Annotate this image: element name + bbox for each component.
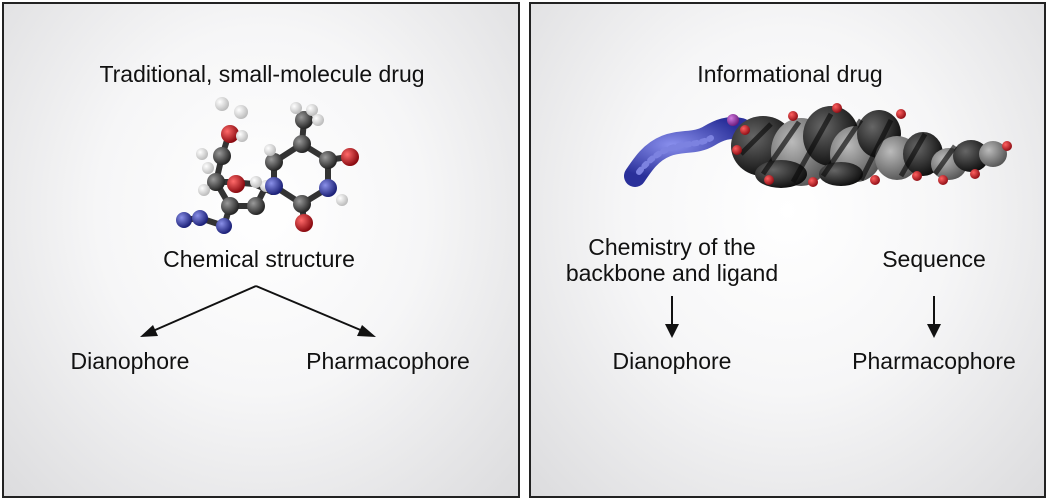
phosphorus-atom — [727, 114, 739, 126]
sequence-label: Sequence — [882, 246, 986, 272]
informational-drug-panel: Informational drug — [529, 2, 1046, 498]
helix-body — [731, 106, 1007, 188]
backbone-chemistry-label: Chemistry of the backbone and ligand — [565, 234, 779, 286]
molecule-atoms — [176, 97, 359, 234]
ligand-chain — [624, 116, 752, 187]
fork-arrowheads — [140, 325, 376, 337]
oligonucleotide-spacefill-icon — [624, 103, 1012, 338]
dianophore-label-right: Dianophore — [612, 348, 732, 374]
down-arrows — [671, 296, 935, 328]
chemical-structure-label: Chemical structure — [163, 246, 355, 272]
helix-grooves — [739, 112, 958, 184]
down-arrowheads — [665, 324, 941, 338]
pharmacophore-label-left: Pharmacophore — [306, 348, 470, 374]
dianophore-label-left: Dianophore — [70, 348, 190, 374]
small-molecule-ball-and-stick-icon — [140, 97, 376, 337]
small-molecule-panel: Traditional, small-molecule drug — [2, 2, 520, 498]
pharmacophore-label-right: Pharmacophore — [852, 348, 1016, 374]
oxygen-spheres — [732, 103, 1012, 187]
informational-drug-title: Informational drug — [697, 61, 883, 87]
small-molecule-title: Traditional, small-molecule drug — [99, 61, 425, 87]
fork-lines — [145, 285, 371, 335]
